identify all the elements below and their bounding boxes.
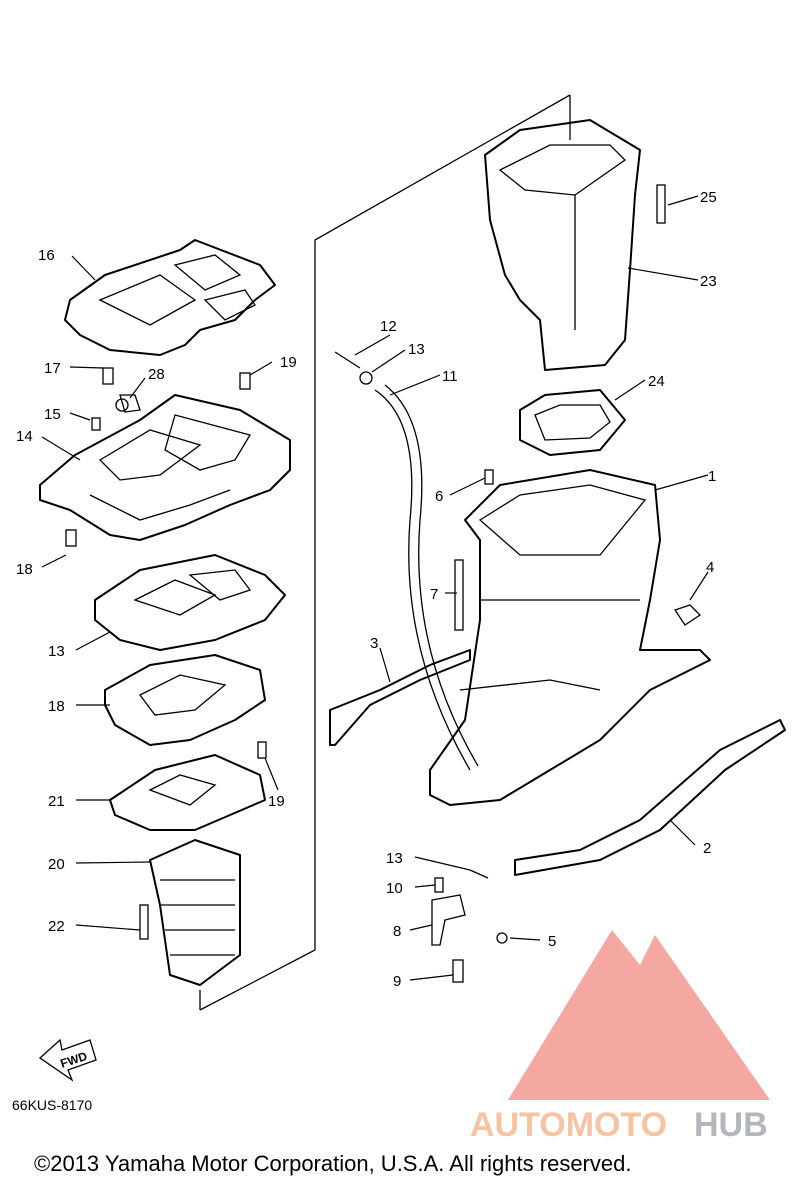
callout-21: 19 [268, 793, 285, 810]
part-1-upper-case [429, 469, 711, 806]
callout-18-bottom: 18 [16, 561, 33, 578]
callout-6: 6 [435, 488, 443, 505]
callout-16: 15 [44, 406, 61, 423]
callout-labels: 16 17 19 28 15 14 18 13 18 19 21 20 22 2… [16, 189, 717, 990]
part-3-strip [329, 649, 471, 746]
part-25-upper-casing [484, 119, 641, 371]
callout-20: 18 [48, 698, 65, 715]
callout-24: 22 [48, 918, 65, 935]
callout-22: 20 [48, 856, 65, 873]
callout-26: 24 [648, 373, 665, 390]
callout-27: 25 [700, 189, 717, 206]
part-15-exhaust-guide [39, 394, 291, 541]
callout-14: 13 [48, 643, 65, 660]
callout-10: 10 [386, 880, 403, 897]
callout-18-top: 17 [44, 360, 61, 377]
callout-25: 23 [700, 273, 717, 290]
section-frame [199, 94, 571, 1011]
watermark-text-a: AUTOMOTO [470, 1106, 667, 1144]
callout-28: 28 [148, 366, 165, 383]
part-26-seal [519, 389, 626, 456]
callout-2: 2 [703, 840, 711, 857]
part-20-plate [104, 654, 266, 746]
callout-11: 11 [442, 368, 458, 385]
watermark-logo: AUTOMOTO HUB [470, 930, 770, 1144]
callout-8: 8 [393, 923, 401, 940]
callout-15: 14 [16, 428, 33, 445]
callout-17: 16 [38, 247, 55, 264]
callout-1: 1 [708, 468, 716, 485]
callout-3: 3 [370, 635, 378, 652]
callout-23: 21 [48, 793, 65, 810]
callout-4: 4 [706, 559, 714, 576]
part-23-gasket [109, 754, 266, 831]
callout-9: 9 [393, 973, 401, 990]
callout-7: 7 [430, 586, 438, 603]
callout-13-top: 13 [408, 341, 425, 358]
bolts-left [65, 367, 267, 940]
callout-12: 12 [380, 318, 397, 335]
part-11-hose [374, 384, 479, 771]
leader-lines [41, 195, 709, 981]
copyright-notice: ©2013 Yamaha Motor Corporation, U.S.A. A… [34, 1151, 631, 1176]
callout-19: 19 [280, 354, 297, 371]
fwd-arrow: FWD [38, 1038, 97, 1082]
part-22-muffler [149, 839, 241, 986]
part-2-strip [514, 719, 786, 876]
callout-13-bottom: 13 [386, 850, 403, 867]
watermark-text-b: HUB [694, 1106, 768, 1144]
part-code: 66KUS-8170 [12, 1097, 92, 1113]
watermark-triangle [508, 930, 770, 1100]
part-17-gasket [64, 239, 276, 356]
part-14-gasket [94, 554, 286, 651]
callout-5: 5 [548, 933, 556, 950]
small-parts [334, 184, 702, 983]
